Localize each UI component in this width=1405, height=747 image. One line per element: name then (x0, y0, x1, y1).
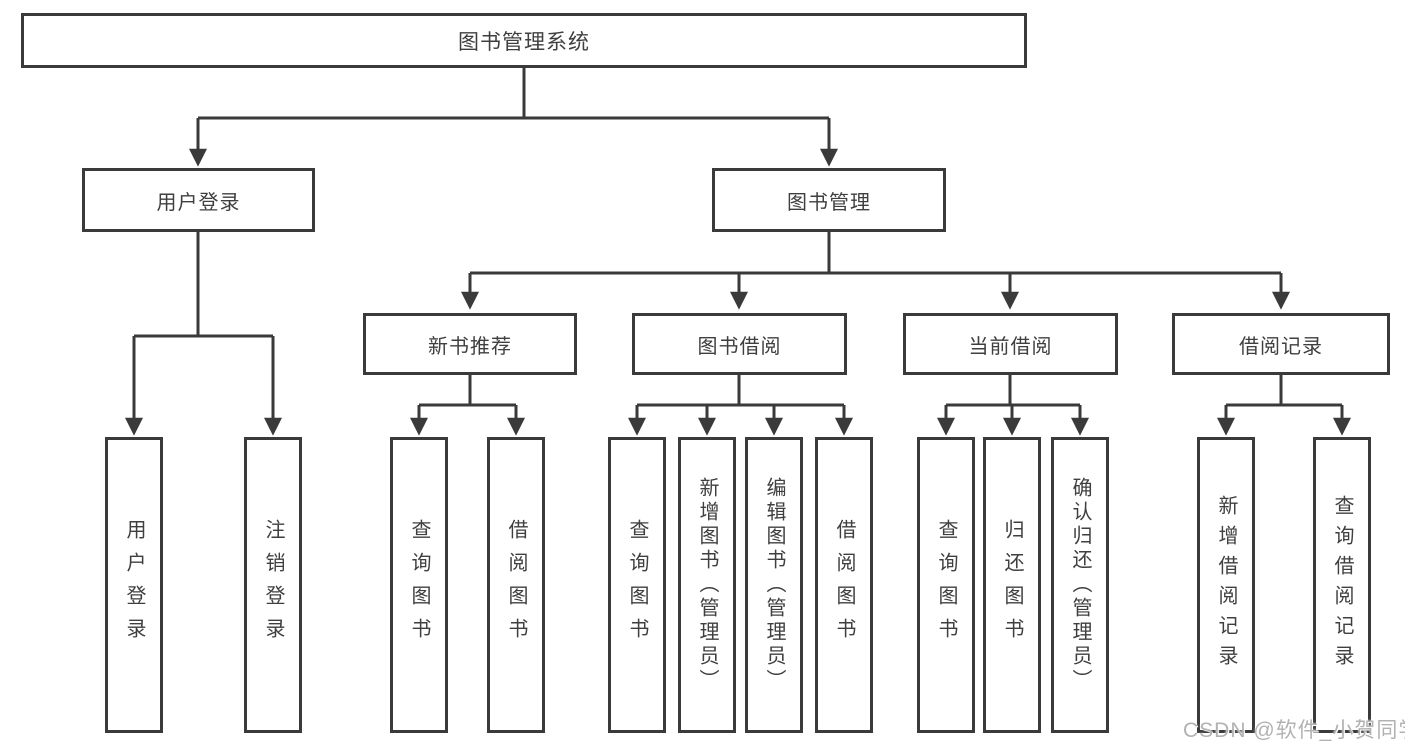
node-label: 图书借阅 (697, 335, 782, 358)
leaf-bb-query-books: 查询图书 (608, 437, 666, 733)
node-label: 当前借阅 (968, 335, 1053, 358)
leaf-label: 用户登录 (123, 519, 145, 651)
leaf-nbr-borrow-books: 借阅图书 (487, 437, 545, 733)
leaf-label: 借阅图书 (833, 519, 855, 651)
node-book-management: 图书管理 (712, 168, 946, 232)
leaf-label: 归还图书 (1001, 519, 1023, 651)
leaf-label: 查询图书 (935, 519, 957, 651)
leaf-label: 查询图书 (626, 519, 648, 651)
node-label: 图书管理系统 (458, 30, 590, 54)
node-borrowing-records: 借阅记录 (1172, 313, 1390, 375)
leaf-bb-borrow-books: 借阅图书 (815, 437, 873, 733)
node-label: 新书推荐 (428, 335, 512, 358)
leaf-nbr-query-books: 查询图书 (390, 437, 448, 733)
leaf-label: 查询图书 (408, 519, 430, 651)
leaf-cb-confirm-return-admin: 确认归还（管理员） (1051, 437, 1109, 733)
node-label: 用户登录 (156, 191, 241, 214)
leaf-label: 借阅图书 (505, 519, 527, 651)
csdn-watermark: CSDN @软件_小贺同学 (1183, 719, 1405, 742)
leaf-label: 注销登录 (262, 519, 284, 651)
node-new-book-recommend: 新书推荐 (363, 313, 577, 375)
leaf-cb-query-books: 查询图书 (917, 437, 975, 733)
node-library-management-system: 图书管理系统 (21, 13, 1027, 68)
leaf-br-query-record: 查询借阅记录 (1313, 437, 1371, 733)
leaf-br-add-record: 新增借阅记录 (1197, 437, 1255, 733)
node-book-borrowing: 图书借阅 (632, 313, 847, 375)
node-current-borrowing: 当前借阅 (903, 313, 1118, 375)
leaf-user-login: 用户登录 (105, 437, 163, 733)
leaf-label: 编辑图书（管理员） (763, 477, 785, 693)
node-user-login-group: 用户登录 (82, 168, 315, 232)
leaf-bb-edit-books-admin: 编辑图书（管理员） (745, 437, 803, 733)
leaf-logout: 注销登录 (244, 437, 302, 733)
leaf-bb-add-books-admin: 新增图书（管理员） (678, 437, 736, 733)
leaf-label: 新增图书（管理员） (696, 477, 718, 693)
leaf-label: 查询借阅记录 (1331, 495, 1353, 675)
node-label: 借阅记录 (1239, 335, 1323, 358)
node-label: 图书管理 (787, 191, 871, 214)
leaf-cb-return-books: 归还图书 (983, 437, 1041, 733)
leaf-label: 新增借阅记录 (1215, 495, 1237, 675)
leaf-label: 确认归还（管理员） (1069, 477, 1091, 693)
